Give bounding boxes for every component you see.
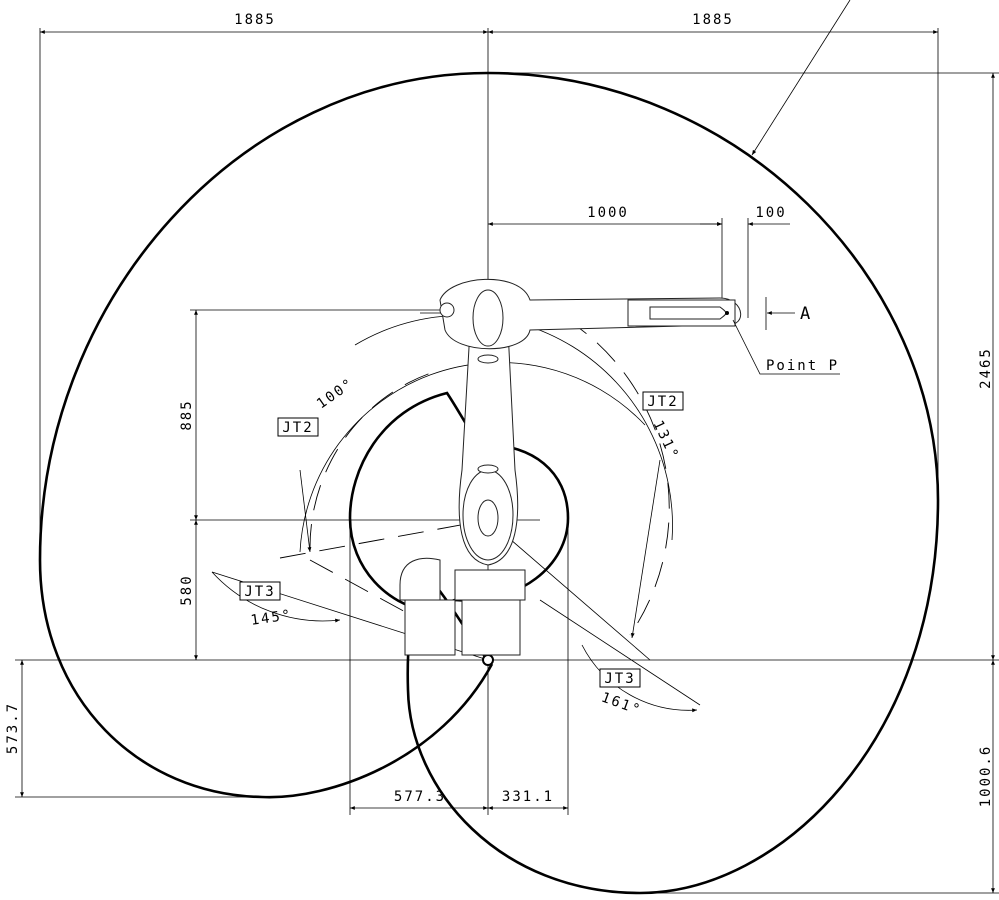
joint-range-arcs bbox=[211, 299, 701, 713]
dim-wrist-offset: 100 bbox=[755, 205, 786, 221]
point-p-label: Point P bbox=[766, 358, 839, 374]
jt2-left-tag: JT2 bbox=[277, 417, 319, 437]
jt3-left-tag: JT3 bbox=[239, 581, 281, 601]
jt3-right-tag: JT3 bbox=[599, 668, 641, 688]
jt3-right-angle: 161° bbox=[599, 690, 644, 719]
view-a-label: A bbox=[800, 304, 812, 324]
dimension-lines bbox=[20, 30, 995, 893]
dim-below-base: 1000.6 bbox=[978, 745, 994, 808]
dim-arm-lower: 580 bbox=[179, 574, 195, 605]
dim-top-right: 1885 bbox=[692, 12, 734, 28]
jt3-left-label: JT3 bbox=[244, 584, 275, 600]
dim-bottom-right: 331.1 bbox=[502, 789, 554, 805]
dim-top-left: 1885 bbox=[234, 12, 276, 28]
dim-arm-upper: 885 bbox=[179, 399, 195, 430]
dim-total-height: 2465 bbox=[978, 347, 994, 389]
robot-illustration bbox=[399, 278, 742, 656]
jt3-left-angle: 145° bbox=[250, 607, 294, 629]
dim-bottom-left: 577.3 bbox=[394, 789, 446, 805]
jt2-left-angle: 100° bbox=[314, 375, 357, 412]
dim-left-below-base: 573.7 bbox=[5, 702, 21, 754]
jt3-right-label: JT3 bbox=[604, 671, 635, 687]
dim-arm-reach: 1000 bbox=[587, 205, 629, 221]
jt2-left-label: JT2 bbox=[282, 420, 313, 436]
point-p-leader bbox=[732, 319, 840, 375]
jt2-right-label: JT2 bbox=[647, 394, 678, 410]
jt2-right-tag: JT2 bbox=[642, 391, 684, 411]
